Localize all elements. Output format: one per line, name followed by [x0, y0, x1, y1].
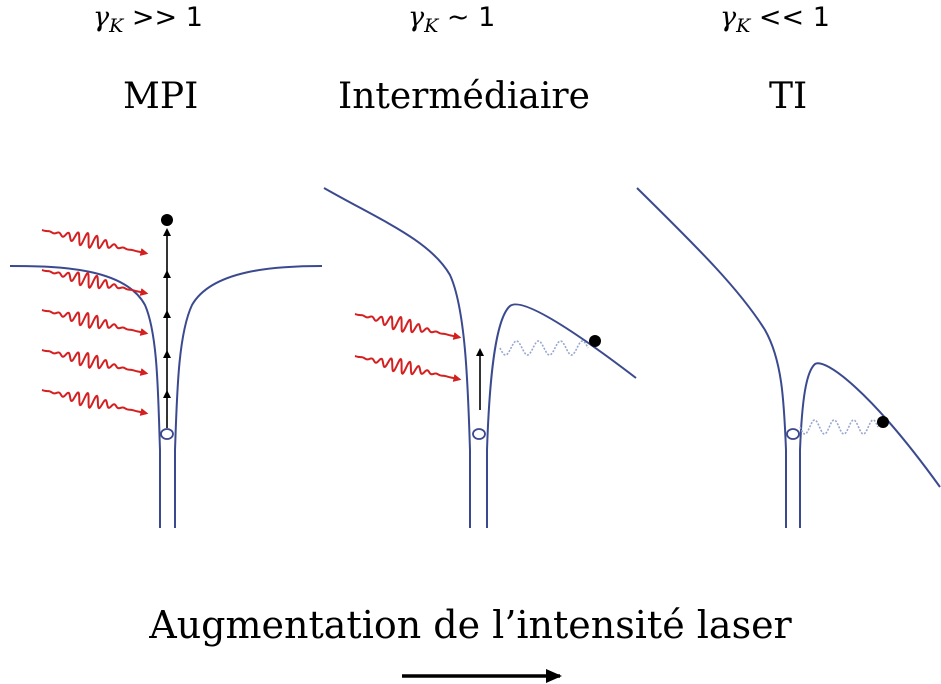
gamma-label-ti: γK << 1: [720, 2, 830, 37]
laser-pulse-icon: [41, 309, 149, 336]
gamma-label-mpi: γK >> 1: [93, 2, 203, 37]
potential-curve-intermediate-right: [486, 303, 637, 528]
regime-label-intermediate: Intermédiaire: [338, 76, 590, 117]
potential-curve-intermediate-left: [323, 187, 471, 528]
electron-icon: [589, 335, 601, 347]
laser-pulse-icon: [41, 349, 149, 376]
gamma-label-intermediate: γK ~ 1: [408, 2, 496, 37]
laser-pulse-icon: [354, 355, 462, 382]
ground-state-icon: [160, 428, 174, 440]
ground-state-icon: [786, 428, 800, 440]
potential-curve-mpi-right: [174, 265, 323, 528]
panel-mpi: [9, 214, 323, 528]
laser-pulse-icon: [41, 269, 149, 296]
panel-ti: [636, 187, 941, 528]
laser-pulse-icon: [41, 389, 149, 416]
regime-label-mpi: MPI: [123, 76, 199, 117]
ground-state-icon: [472, 428, 486, 440]
panel-intermediate: [323, 187, 637, 528]
laser-pulse-icon: [354, 313, 462, 340]
regime-label-ti: TI: [769, 76, 808, 117]
potential-curve-ti-right: [799, 362, 941, 528]
electron-icon: [877, 416, 889, 428]
tunnel-wave-icon: [499, 340, 589, 356]
electron-icon: [161, 214, 173, 226]
tunnel-wave-icon: [799, 419, 879, 435]
potential-curve-mpi-left: [9, 265, 161, 528]
laser-pulse-icon: [41, 229, 149, 256]
intensity-caption: Augmentation de l’intensité laser: [149, 603, 792, 647]
potential-curve-ti-left: [636, 187, 787, 528]
